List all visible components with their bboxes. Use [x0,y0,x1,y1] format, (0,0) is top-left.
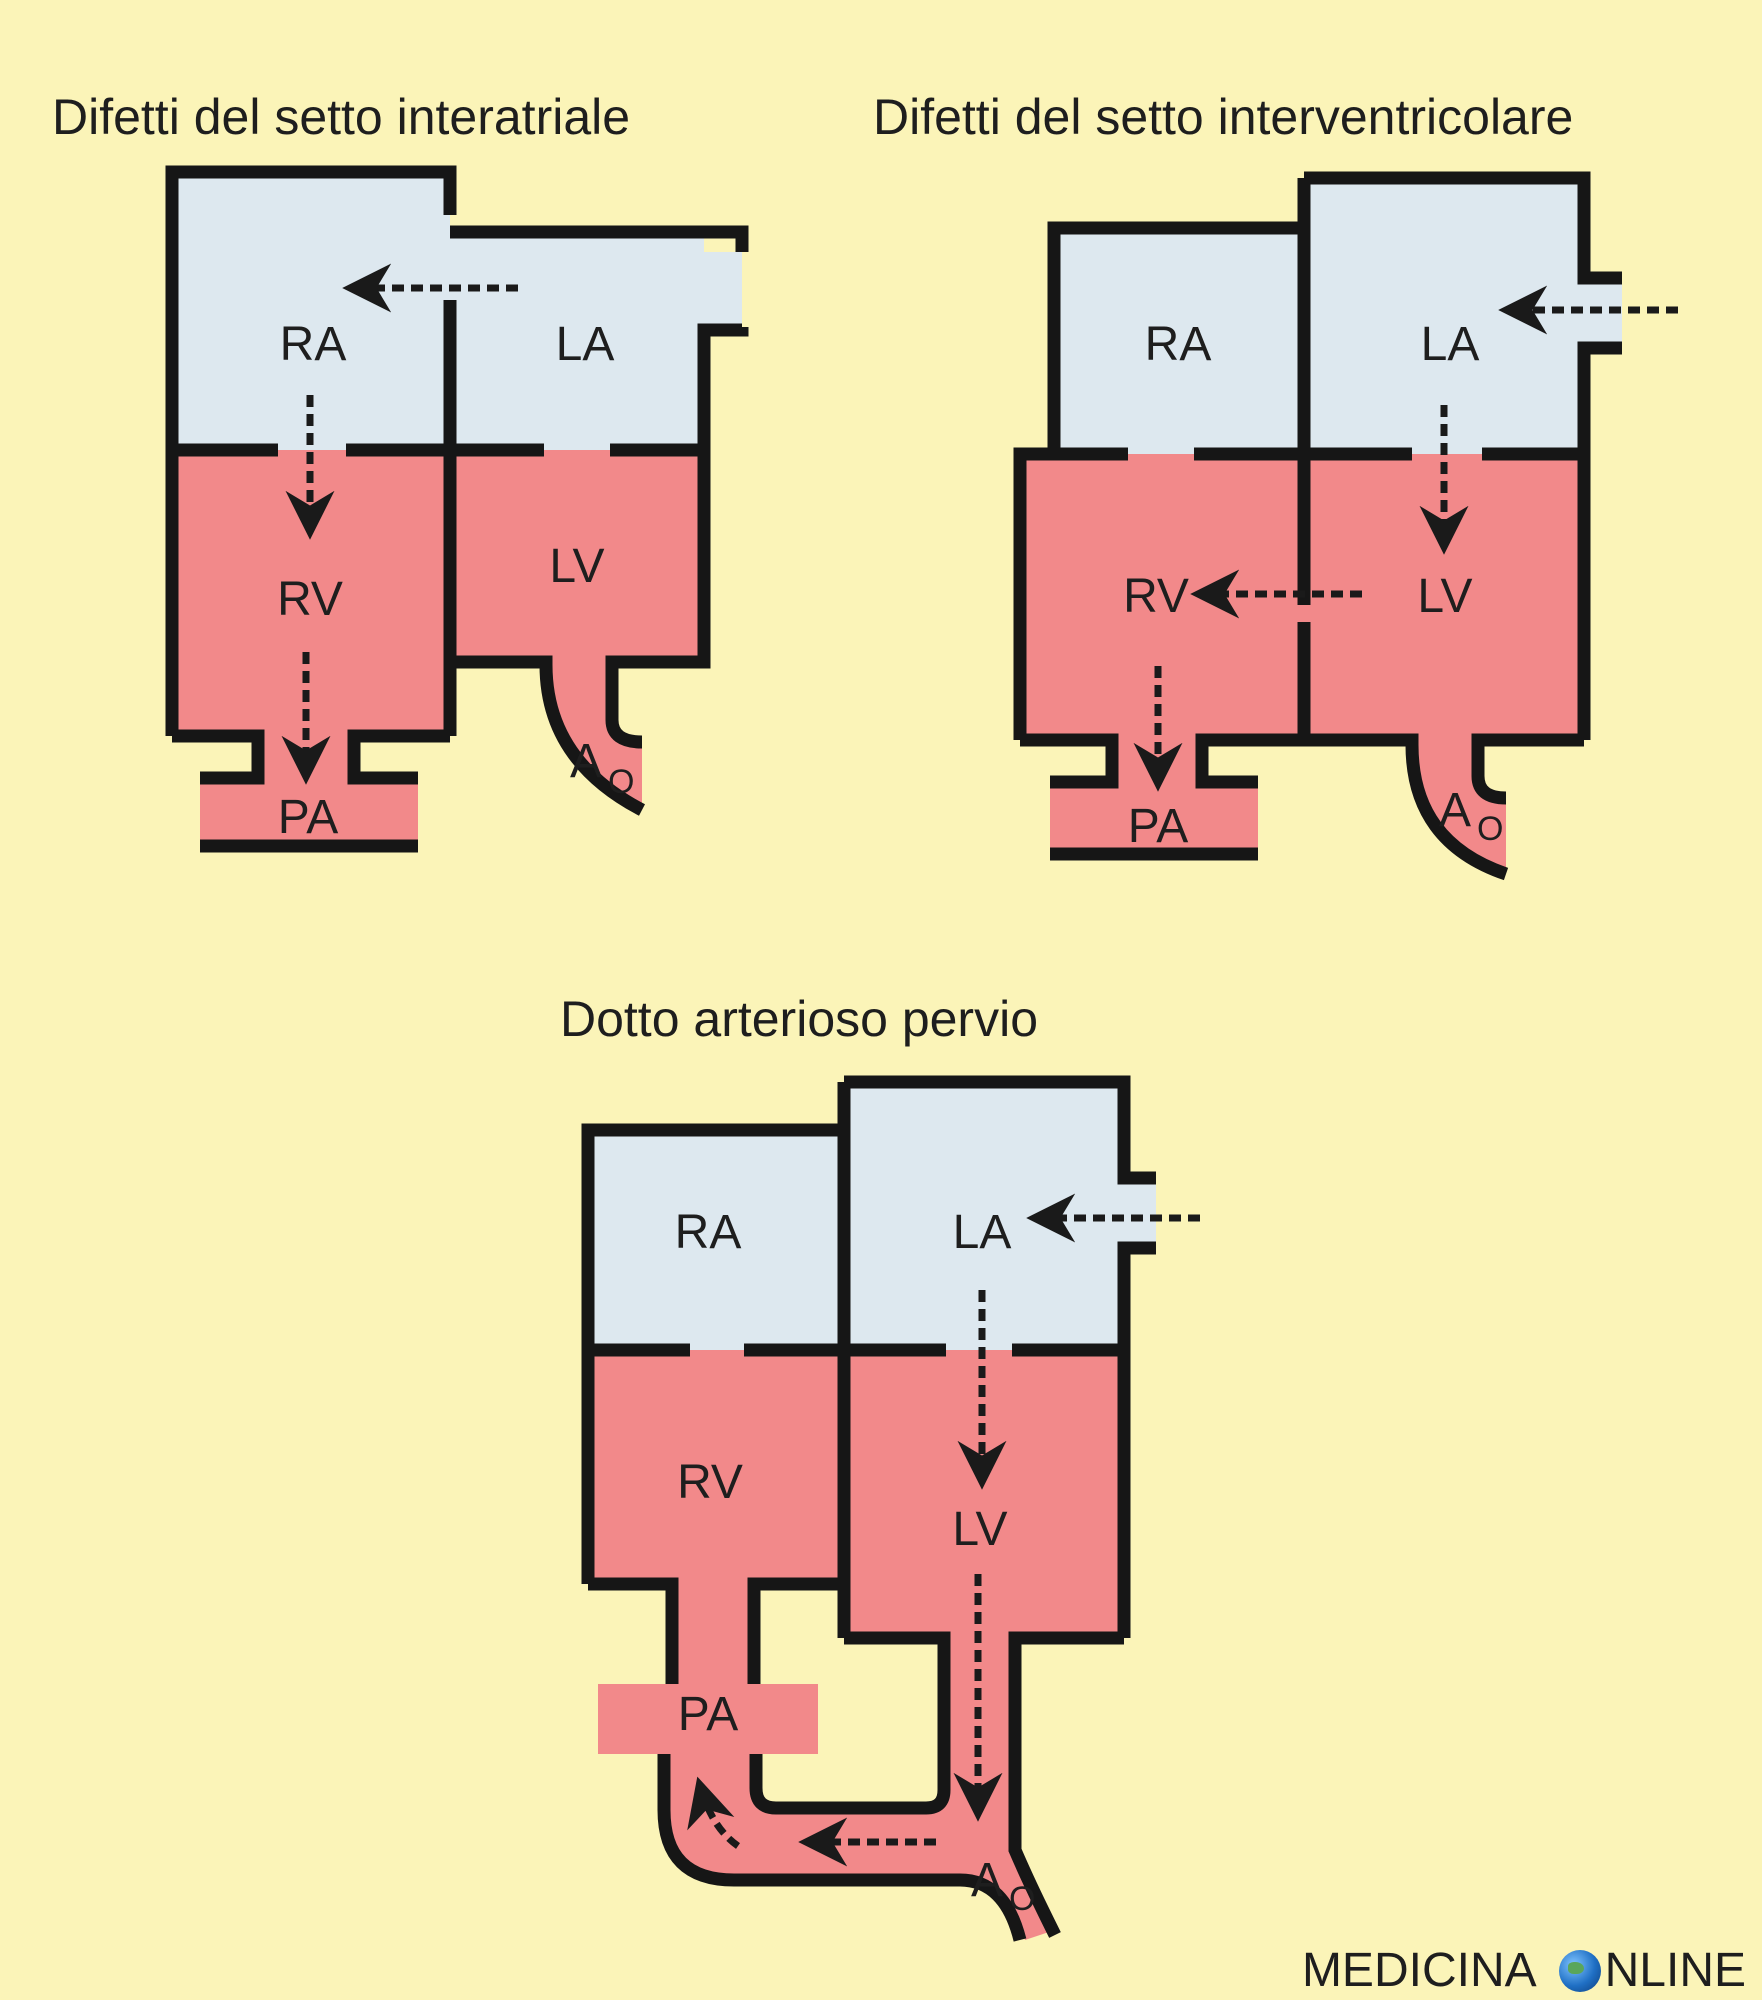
watermark-text-left: MEDICINA [1301,1944,1537,1997]
pda-pulmonary-vein-fill [1120,1178,1156,1248]
panel-patent-ductus-arteriosus: RA LA RV LV PA A O [581,1075,1200,1942]
vsd-label-la: LA [1421,318,1480,371]
asd-right-atrium-fill [172,172,450,450]
vsd-label-rv: RV [1123,570,1189,623]
pda-label-ra: RA [675,1206,742,1259]
vsd-label-ao-sub: O [1477,810,1503,848]
pda-ductus-to-pa-arrow [687,1776,741,1849]
pda-right-atrium-fill [588,1130,844,1350]
medicina-online-watermark: MEDICINA NLINE [1302,1943,1746,1998]
pda-label-lv: LV [952,1503,1007,1556]
pda-left-ventricle-fill [844,1350,1124,1638]
vsd-label-ao: A [1439,784,1471,837]
asd-pulmonary-vein-fill [700,252,742,327]
pda-label-ao: A [971,1854,1003,1907]
pda-pa-trunk-fill [672,1584,754,1684]
pda-label-rv: RV [677,1456,743,1509]
vsd-label-pa: PA [1128,800,1188,853]
vsd-pulmonary-artery-fill [1050,782,1258,854]
vsd-label-ra: RA [1145,318,1212,371]
asd-label-rv: RV [277,573,343,626]
asd-left-ventricle-fill [450,450,704,662]
asd-left-atrium-fill [450,232,704,450]
pda-label-pa: PA [678,1688,738,1741]
pda-label-ao-sub: O [1009,1880,1035,1918]
globe-icon [1558,1949,1601,1992]
vsd-label-lv: LV [1417,570,1472,623]
pda-label-la: LA [953,1206,1012,1259]
watermark-text-right: NLINE [1604,1944,1746,1997]
asd-label-ao: A [570,735,602,788]
asd-left-atrium-wall [450,225,749,252]
title-patent-ductus-arteriosus: Dotto arterioso pervio [560,991,1039,1047]
asd-label-ao-sub: O [608,763,634,801]
asd-pulmonary-artery-fill [200,778,418,846]
asd-label-ra: RA [280,318,347,371]
pda-right-ventricle-fill [588,1350,844,1584]
title-ventricular-septal-defect: Difetti del setto interventricolare [873,89,1574,145]
asd-label-lv: LV [549,540,604,593]
vsd-aorta-fill [1412,740,1506,874]
panel-ventricular-septal-defect: RA LA RV LV PA A O [1013,171,1678,881]
title-atrial-septal-defect: Difetti del setto interatriale [52,89,631,145]
asd-label-pa: PA [278,791,338,844]
asd-label-la: LA [556,318,615,371]
pda-pulmonary-artery-fill [598,1684,818,1754]
asd-aorta-fill [546,662,642,810]
pda-ductus-aorta-fill [664,1638,1055,1940]
vsd-right-atrium-fill [1054,228,1304,454]
pda-interatrial-septum [837,1075,1124,1638]
panel-atrial-septal-defect: RA LA RV LV PA A O [165,165,749,853]
